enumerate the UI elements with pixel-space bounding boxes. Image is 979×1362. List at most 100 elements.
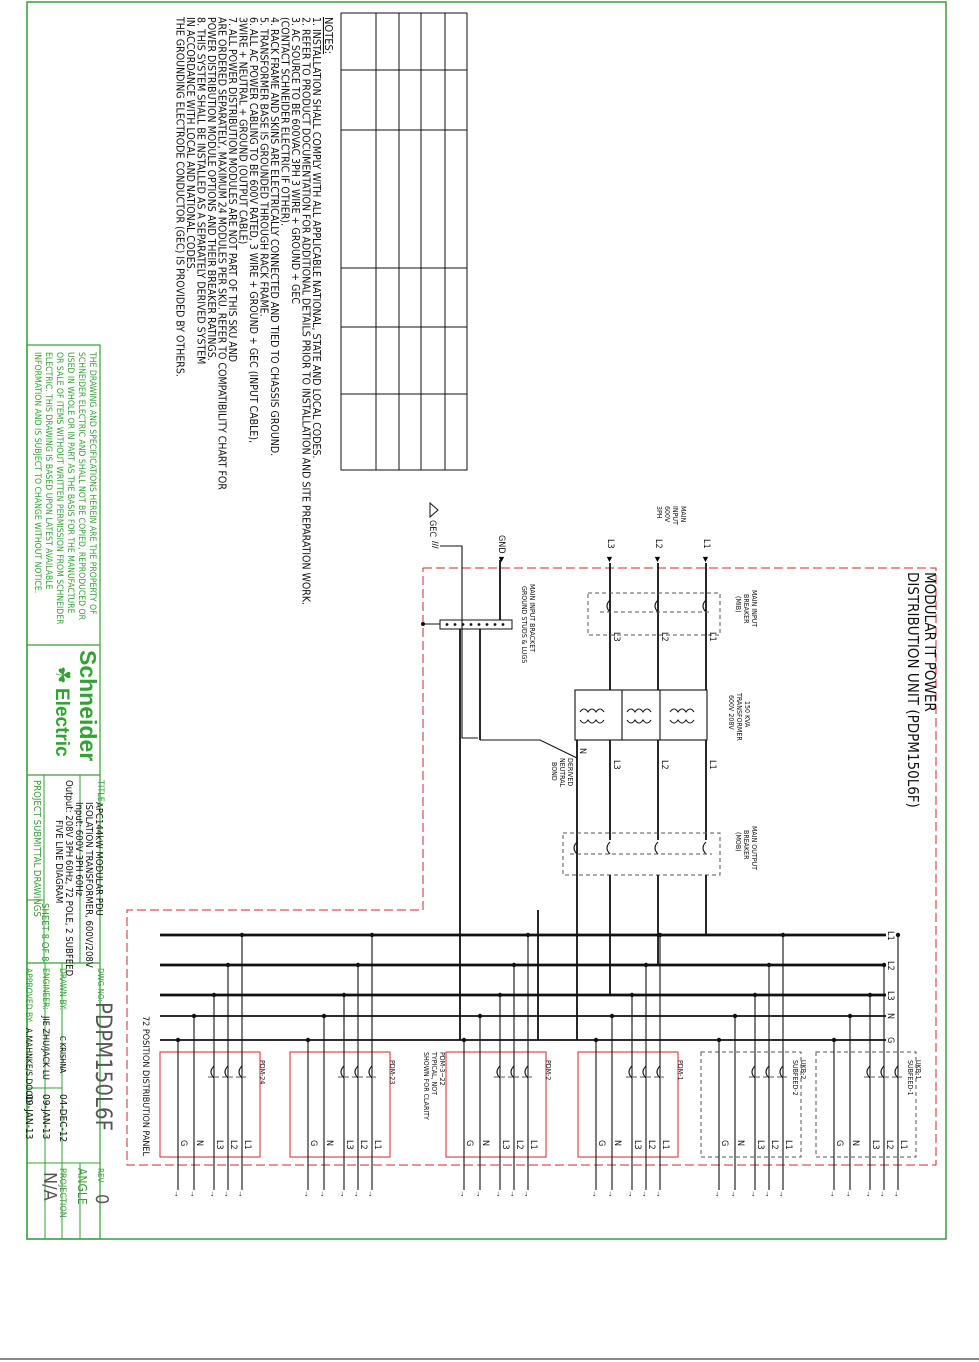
module-terminal-label: N — [612, 1140, 622, 1146]
logo-leaf-icon: ☘ — [51, 666, 75, 684]
gec: GEC /// — [427, 501, 501, 739]
note-line-2: 2. REFER TO PRODUCT DOCUMENTATION FOR AD… — [300, 17, 312, 605]
note-line-5: 4. RACK FRAME AND SKINS ARE ELECTRICALLY… — [268, 17, 280, 456]
na-label: N/A — [39, 1172, 60, 1201]
note-line-7: 6. ALL AC POWER CABLING TO BE 600V RATED… — [247, 17, 259, 443]
module-name: PDM-24 — [258, 1060, 266, 1084]
module-name: PDM-2 — [544, 1060, 552, 1080]
output-arrow-icon: ↓ — [866, 1189, 870, 1198]
input-l1-arrow: ▼ — [701, 554, 710, 564]
title-line-2: ISOLATION TRANSFORMER, 600V/208V — [83, 802, 94, 968]
output-arrow-icon: ↓ — [174, 1189, 178, 1198]
output-arrow-icon: ↓ — [894, 1189, 898, 1198]
output-arrow-icon: ↓ — [224, 1189, 228, 1198]
module-terminal-label: N — [194, 1140, 204, 1146]
output-arrow-icon: ↓ — [880, 1189, 884, 1198]
output-arrow-icon: ↓ — [476, 1189, 480, 1198]
sheet-label: SHEET 8 OF 8 — [39, 903, 50, 962]
title-line-4: Output: 208V 3PH 60Hz, 72 POLE, 2 SUBFEE… — [63, 780, 74, 977]
proprietary-line-3: USED IN WHOLE OR IN PART AS THE BASIS FO… — [65, 352, 75, 614]
output-arrow-icon: ↓ — [340, 1189, 344, 1198]
module-terminal-label: N — [735, 1140, 745, 1146]
one-line-diagram: MODULAR IT POWER DISTRIBUTION UNIT (PDPM… — [126, 501, 939, 1198]
title-block: THE DRAWING AND SPECIFICATIONS HEREIN AR… — [23, 344, 115, 1240]
module-terminal-label: L2 — [769, 1140, 779, 1150]
project-label: PROJECT SUBMITTAL DRAWINGS — [31, 780, 42, 917]
diagram-title-line-2: DISTRIBUTION UNIT (PDPM150L6F) — [904, 572, 922, 808]
output-arrow-icon: ↓ — [608, 1189, 612, 1198]
module-name: UKB-1 — [914, 1060, 922, 1079]
output-arrow-icon: ↓ — [190, 1189, 194, 1198]
main-input-1: MAIN — [679, 506, 687, 523]
revision-table — [340, 12, 468, 471]
main-input-3: 600V — [663, 506, 671, 523]
approved-label: APPROVED BY: — [23, 968, 33, 1023]
title-line-1: APC144kW MODULAR PDU — [93, 802, 104, 916]
output-arrow-icon: ↓ — [368, 1189, 372, 1198]
module-terminal-label: L2 — [884, 1140, 894, 1150]
logo-schneider: Schneider — [75, 650, 101, 761]
module-terminal-label: L1 — [372, 1140, 382, 1150]
main-output-breaker: MAIN OUTPUT BREAKER (MOB) — [537, 826, 758, 1040]
xfmr-label-1: 150 KVA — [743, 701, 751, 728]
busbars: L1 L2 L3 N G — [160, 931, 895, 1043]
bus-l2-label: L2 — [885, 961, 895, 971]
bracket-label-1: MAIN INPUT BRACKET — [528, 584, 536, 652]
module-terminal-label: L3 — [214, 1140, 224, 1150]
module-terminal-label: G — [834, 1140, 844, 1146]
input-conductors: L1 L2 L3 GND ▼ ▼ ▼ ▼ — [496, 535, 711, 640]
main-input-breaker: MAIN INPUT BREAKER (MIB) L1 L2 L3 — [587, 590, 758, 642]
transformer: 150 KVA TRANSFORMER 600V 208V N DERIVED … — [480, 640, 751, 1040]
title-line-5: FIVE LINE DIAGRAM — [53, 820, 64, 903]
note-line-12: 8. THIS SYSTEM SHALL BE INSTALLED AS A S… — [195, 17, 207, 364]
drawn-label: DRAWN BY: — [57, 968, 67, 1010]
module-terminal-label: N — [480, 1140, 490, 1146]
typical-label-3: SHOWN FOR CLARITY — [422, 1052, 430, 1120]
gnd-label: GND — [496, 535, 506, 554]
input-l3-arrow: ▼ — [605, 554, 614, 564]
xfmr-label-2: TRANSFORMER — [735, 692, 743, 741]
gec-label: GEC — [427, 520, 437, 537]
neutral-bond-2: NEUTRAL — [558, 758, 566, 788]
output-arrow-icon: ↓ — [751, 1189, 755, 1198]
module-sub: SUBFEED-1 — [906, 1060, 914, 1096]
module-terminal-label: G — [596, 1140, 606, 1146]
proprietary-line-5: ELECTRIC. THIS DRAWING IS BASED UPON LAT… — [43, 352, 53, 590]
output-arrow-icon: ↓ — [238, 1189, 242, 1198]
ground-bracket: MAIN INPUT BRACKET GROUND STUDS & LUGS — [421, 584, 536, 1040]
proprietary-line-2: SCHNEIDER ELECTRIC AND SHALL NOT BE COPI… — [76, 352, 86, 621]
note-line-14: THE GROUNDING ELECTRODE CONDUCTOR (GEC) … — [174, 16, 186, 377]
output-arrow-icon: ↓ — [731, 1189, 735, 1198]
module-terminal-label: L1 — [783, 1140, 793, 1150]
title-label: TITLE: — [95, 779, 105, 805]
module-terminal-label: L1 — [898, 1140, 908, 1150]
module-terminal-label: L1 — [242, 1140, 252, 1150]
input-l3-label: L3 — [605, 539, 615, 549]
dwg-no-label: DWG NO: — [96, 968, 105, 1002]
projection-label: PROJECTION — [57, 1168, 67, 1218]
module-name: PDM-1 — [676, 1060, 684, 1080]
output-arrow-icon: ↓ — [460, 1189, 464, 1198]
mib-label-2: BREAKER — [742, 594, 750, 624]
distribution-modules: ↓L1↓L2↓L3↓N↓GUKB-1SUBFEED-1↓L1↓L2↓L3↓N↓G… — [159, 932, 922, 1198]
neutral-bond-1: DERIVED — [566, 758, 574, 786]
engineer-value: JIE ZHU/JACK LU — [40, 1015, 50, 1080]
module-terminal-label: L2 — [646, 1140, 656, 1150]
mob-label-2: BREAKER — [742, 830, 750, 860]
module-name: PDM-23 — [388, 1060, 396, 1084]
mob-label-1: MAIN OUTPUT — [750, 826, 758, 870]
bracket-label-2: GROUND STUDS & LUGS — [520, 586, 528, 663]
drawn-value: C KRISHNA — [58, 1036, 67, 1073]
module-name: UKB-2 — [799, 1060, 807, 1079]
output-arrow-icon: ↓ — [779, 1189, 783, 1198]
proprietary-line-1: THE DRAWING AND SPECIFICATIONS HEREIN AR… — [87, 351, 97, 615]
rev-value: 0 — [91, 1194, 112, 1204]
note-line-4: (CONTACT SCHNEIDER ELECTRIC IF OTHER). — [279, 17, 291, 226]
module-terminal-label: L2 — [228, 1140, 238, 1150]
xfmr-label-3: 600V 208V — [727, 695, 735, 730]
mib-l1-label: L1 — [707, 632, 717, 642]
rev-label: REV — [96, 1168, 105, 1183]
